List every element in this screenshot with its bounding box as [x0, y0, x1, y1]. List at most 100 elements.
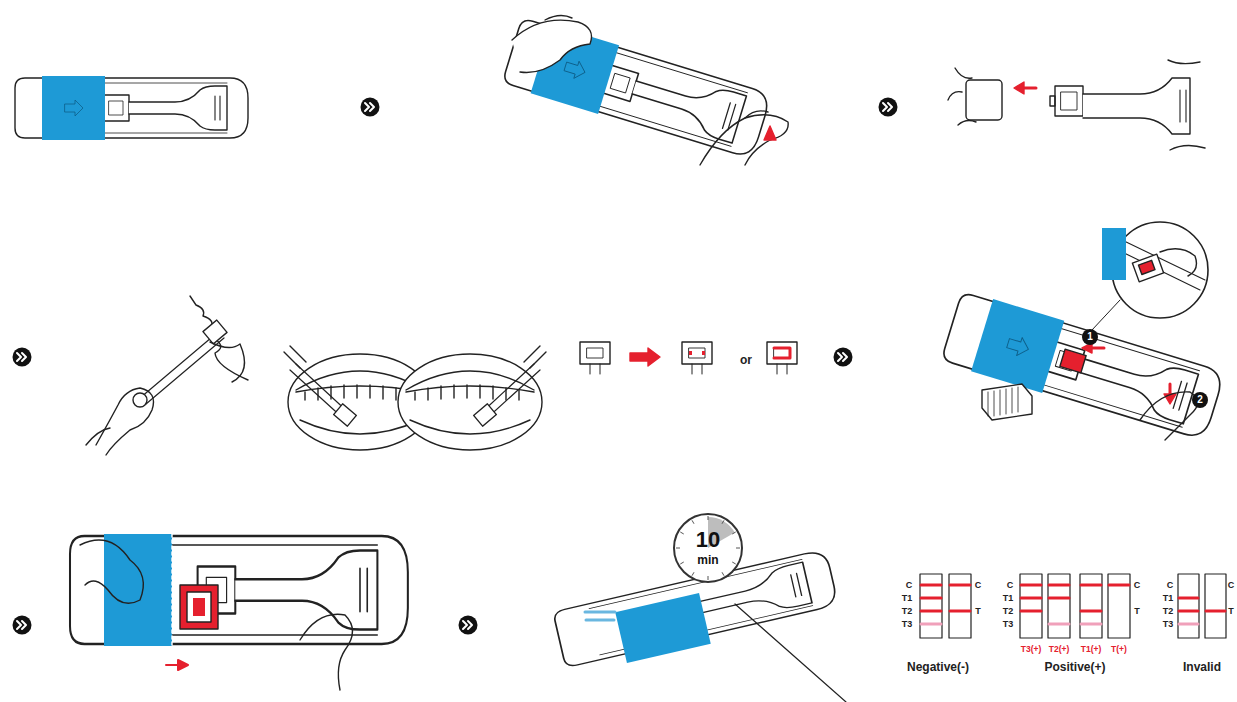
step-6-insert-swab-part: [1138, 260, 1155, 274]
step-6-insert-swab-part: [982, 384, 1032, 420]
step-7-close-sleeve-part: [104, 534, 172, 646]
result-strips-part: [949, 574, 971, 638]
step-5-saturation-indicator-part: [702, 351, 705, 355]
step-4-swab-mouth-part: [398, 354, 542, 450]
line-name: C: [1007, 581, 1014, 590]
timer-number: 10: [672, 529, 744, 551]
step-2-open-part-part: [502, 18, 771, 159]
step-2-open-part: [502, 16, 773, 161]
timer-outline-part: [708, 516, 709, 520]
step-5-saturation-indicator-part: [630, 348, 660, 366]
step-3-remove-cap: [948, 60, 1205, 150]
result-strips-part: [921, 623, 1198, 626]
timer-outline-part: [732, 532, 735, 534]
line-name: T2: [902, 607, 913, 616]
timer-unit: min: [672, 554, 744, 566]
step-4-swab-mouth-part: [190, 296, 248, 380]
result-strips-part-part: [1179, 598, 1198, 611]
step-3-remove-cap-part: [966, 80, 1002, 120]
step-8-wait-part: [585, 612, 615, 620]
callout-number: 2: [1197, 395, 1203, 405]
step-3-remove-cap-part: [1055, 86, 1083, 116]
step-1-device-part: [42, 76, 105, 140]
step-3-remove-cap-part: [1061, 92, 1077, 110]
line-name: T: [1134, 607, 1140, 616]
result-strips-part-part: [1021, 585, 1041, 611]
timer-outline-part: [680, 532, 683, 534]
step-6-insert-swab-part: [1118, 240, 1205, 290]
timer-outline-part: [676, 548, 680, 549]
step-2-open-part: [767, 132, 773, 140]
result-strips: [920, 574, 1226, 638]
step-6-insert-swab-part: [1192, 392, 1208, 408]
step-7-close-sleeve-part: [180, 585, 218, 629]
step-2-open-part: [700, 115, 788, 165]
timer-outline-part: [732, 562, 735, 564]
result-strips-part: [1178, 574, 1199, 638]
result-strips-part: [1048, 574, 1070, 638]
result-strips-part-part: [921, 623, 1198, 626]
line-name: T3: [902, 620, 913, 629]
line-name: C: [1167, 581, 1174, 590]
line-name: C: [975, 581, 982, 590]
chevron-arrows-part: [459, 616, 478, 635]
chevron-arrows-part: [879, 98, 898, 117]
step-7-close-sleeve-part: [171, 534, 172, 646]
step-5-saturation-indicator-part: [689, 351, 692, 355]
step-3-remove-cap-part: [1083, 78, 1190, 134]
line-name: C: [1134, 581, 1141, 590]
step-4-swab-mouth-part: [284, 346, 306, 368]
step-4-swab-mouth-part: [300, 420, 420, 434]
line-name: C: [906, 581, 913, 590]
line-name: T3: [1003, 620, 1014, 629]
step-4-swab-mouth-part: [210, 342, 245, 382]
step-6-insert-swab-part: [1112, 222, 1208, 318]
step-2-open: [502, 15, 788, 165]
step-4-swab-mouth-part: [334, 404, 357, 426]
line-name: C: [1228, 581, 1235, 590]
result-strips-part: [920, 574, 942, 638]
positive-marker: T(+): [1111, 645, 1127, 654]
step-4-swab-mouth-part: [86, 428, 110, 445]
option-word: or: [740, 354, 752, 366]
step-3-remove-cap-part: [948, 68, 976, 125]
line-name: T: [1228, 607, 1234, 616]
step-5-saturation-indicator-part: [682, 342, 712, 374]
step-3-remove-cap-part: [1180, 90, 1186, 122]
timer-outline-part: [708, 576, 709, 580]
line-name: T2: [1003, 607, 1014, 616]
result-strips-part-part: [1081, 585, 1101, 611]
chevron-arrows-part: [13, 348, 32, 367]
step-2-open-part: [545, 15, 572, 20]
result-name: Invalid: [1183, 661, 1221, 673]
timer-outline-part: [692, 520, 694, 523]
step-2-open-part: [764, 126, 776, 140]
result-strips-part: [1205, 574, 1226, 638]
line-name: T: [975, 607, 981, 616]
step-4-swab-mouth-part: [524, 346, 546, 368]
result-strips-part-part: [1109, 584, 1129, 587]
step-7-close-sleeve-part: [80, 540, 143, 603]
step-1-device: [15, 76, 248, 140]
line-name: T1: [902, 594, 913, 603]
result-name: Positive(+): [1044, 661, 1105, 673]
step-6-insert-swab-part: [1092, 300, 1120, 330]
step-7-close-sleeve-part: [187, 592, 211, 622]
line-name: T2: [1163, 607, 1174, 616]
step-7-close-sleeve: [70, 534, 408, 690]
result-strips-part: [1108, 574, 1130, 638]
result-strips-part-part: [950, 585, 970, 611]
step-8-wait-part: [615, 593, 710, 663]
result-strips-part: [921, 585, 1225, 611]
step-3-remove-cap-part: [1014, 82, 1024, 94]
step-4-swab-mouth-part: [133, 393, 147, 407]
step-4-swab-mouth: [86, 296, 546, 455]
timer-outline-part: [722, 520, 724, 523]
chevron-arrows-part: [361, 98, 380, 117]
step-6-insert-swab-part: [1140, 392, 1198, 440]
result-strips-part-part: [1049, 585, 1069, 598]
step-3-remove-cap-part: [1168, 60, 1205, 150]
timer-outline-part: [680, 562, 683, 564]
